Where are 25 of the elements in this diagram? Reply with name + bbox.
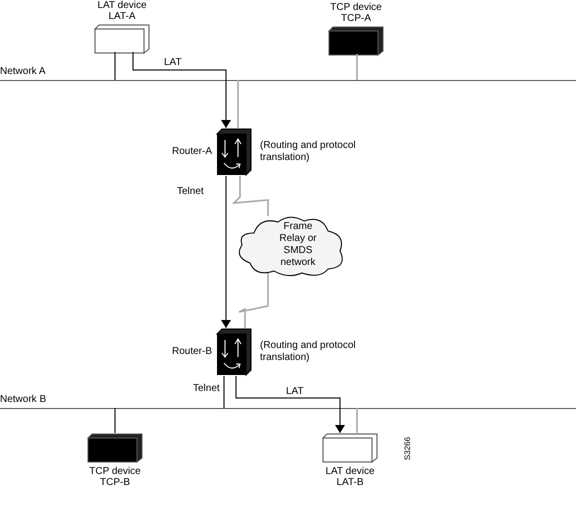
connector-line [356, 54, 358, 80]
network-label: Network B [0, 394, 46, 405]
device-label: LAT device LAT-A [96, 0, 148, 22]
router-note: (Routing and protocol translation) [260, 140, 357, 164]
edge-label: Telnet [192, 384, 221, 394]
connector-line [238, 273, 269, 328]
device-label: LAT device LAT-B [324, 466, 376, 488]
edge-label: Telnet [176, 187, 205, 197]
arrow [132, 52, 231, 128]
device-label: TCP device TCP-B [88, 466, 142, 488]
arrow [236, 376, 345, 434]
router-label: Router-B [170, 346, 212, 358]
connector-line [237, 80, 239, 128]
arrow [221, 176, 231, 328]
device-label: TCP device TCP-A [329, 2, 383, 24]
connector-line [114, 408, 116, 434]
router-note: (Routing and protocol translation) [260, 340, 357, 364]
connector-line [232, 176, 269, 216]
router-label: Router-A [170, 146, 212, 158]
edge-label: LAT [285, 387, 305, 397]
connector-line [114, 52, 116, 80]
figure-number: S3266 [403, 436, 412, 460]
network-label: Network A [0, 66, 46, 77]
edge-label: LAT [163, 58, 183, 68]
connector-line [356, 408, 358, 433]
